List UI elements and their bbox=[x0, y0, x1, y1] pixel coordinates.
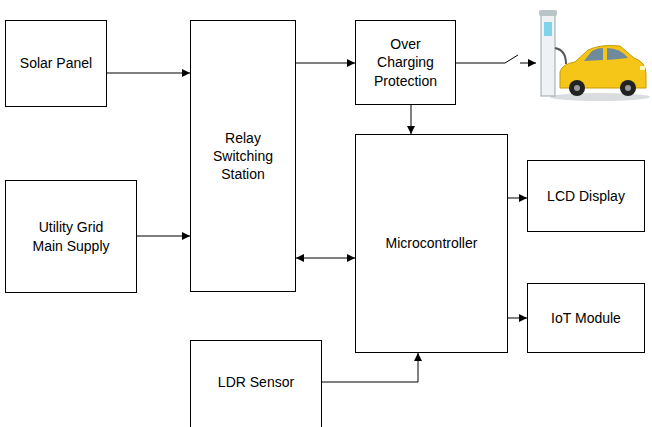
connector-arrow bbox=[137, 236, 190, 237]
process-box: Solar Panel bbox=[5, 20, 107, 107]
switch-blade bbox=[505, 55, 518, 63]
process-box: Over Charging Protection bbox=[355, 20, 456, 105]
ev-charging-illustration bbox=[539, 10, 650, 101]
charging-cable bbox=[555, 48, 566, 64]
shadow bbox=[550, 93, 650, 101]
car-window bbox=[584, 48, 603, 61]
wheel bbox=[569, 80, 585, 96]
post-screen bbox=[544, 22, 552, 36]
headlight bbox=[640, 66, 645, 70]
wheel bbox=[620, 80, 636, 96]
process-box: LCD Display bbox=[527, 160, 645, 232]
process-box: Relay Switching Station bbox=[190, 20, 296, 292]
wire bbox=[456, 63, 505, 64]
process-box: IoT Module bbox=[527, 283, 645, 353]
box-label: Over Charging Protection bbox=[368, 35, 444, 90]
connector-arrow bbox=[411, 105, 412, 134]
process-box: Utility Grid Main Supply bbox=[5, 180, 137, 293]
box-label: IoT Module bbox=[551, 309, 621, 327]
box-label: LDR Sensor bbox=[218, 373, 294, 391]
connector-arrow bbox=[107, 73, 190, 74]
connector-arrow bbox=[508, 318, 527, 319]
box-label: Solar Panel bbox=[20, 54, 92, 72]
box-label: LCD Display bbox=[547, 187, 625, 205]
box-label: Utility Grid Main Supply bbox=[23, 218, 119, 254]
process-box: LDR Sensor bbox=[190, 340, 322, 427]
box-label: Microcontroller bbox=[386, 234, 478, 252]
box-label: Relay Switching Station bbox=[203, 129, 283, 184]
connector-arrow bbox=[322, 353, 418, 382]
charging-post bbox=[541, 14, 555, 96]
hub bbox=[574, 85, 580, 91]
post-cap bbox=[539, 10, 557, 16]
process-box: Microcontroller bbox=[355, 134, 508, 353]
connector-arrow bbox=[296, 258, 355, 259]
connector-arrow bbox=[296, 63, 355, 64]
car-window bbox=[607, 48, 628, 60]
wire-arrow bbox=[520, 63, 536, 64]
switch-wire bbox=[456, 55, 536, 63]
hub bbox=[625, 85, 631, 91]
connector-arrow bbox=[508, 198, 527, 199]
